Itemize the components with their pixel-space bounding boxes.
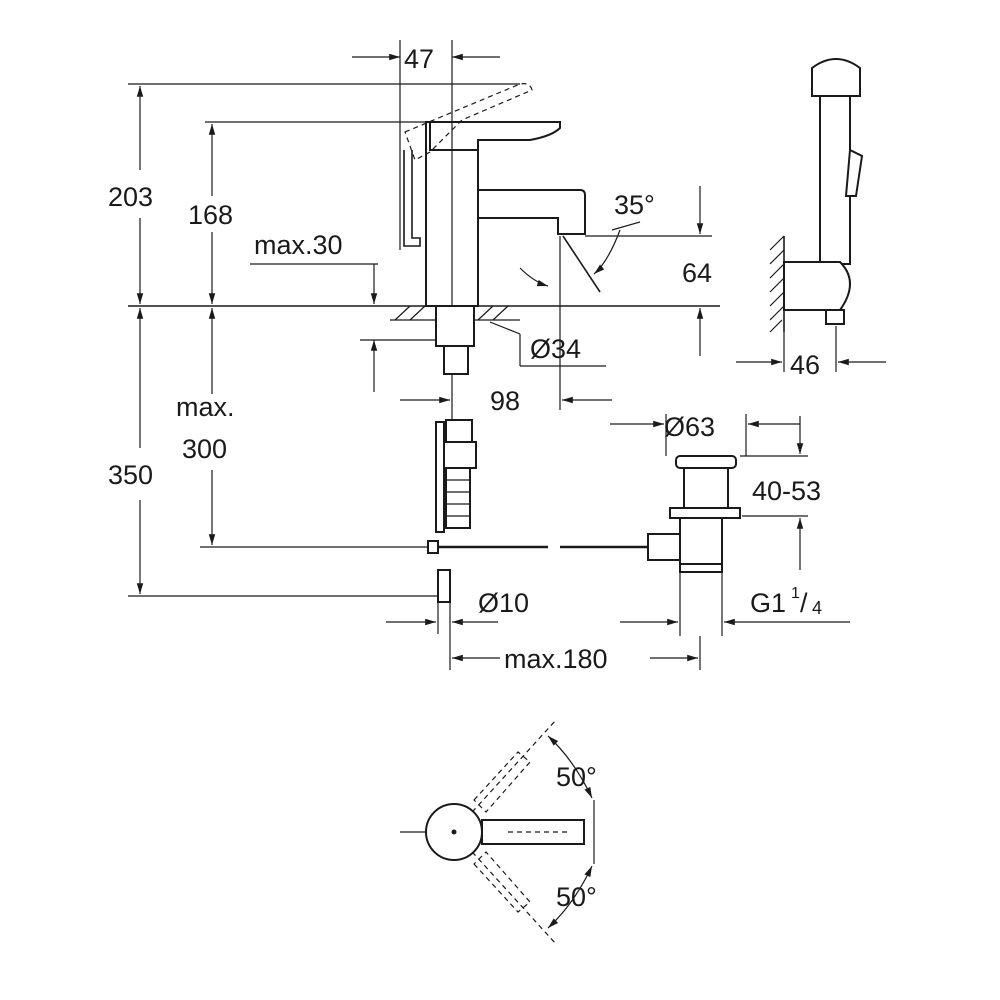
dim-46-label: 46 <box>790 350 820 380</box>
angle-upper-label: 50° <box>556 762 597 792</box>
angle-lower-label: 50° <box>556 882 597 912</box>
dim-max30: max.30 <box>250 230 436 392</box>
dim-350: 350 <box>108 308 438 597</box>
dim-64-label: 64 <box>682 258 712 288</box>
dim-dia34-label: Ø34 <box>530 334 581 364</box>
pullrod-lower <box>437 569 451 603</box>
dim-168-label: 168 <box>188 200 233 230</box>
dim-max180-label: max.180 <box>504 644 608 674</box>
dim-203: 203 <box>108 83 520 304</box>
dim-thread-sup: 1 <box>791 585 800 602</box>
deck-hatch <box>390 305 520 321</box>
dim-dia63: Ø63 <box>610 412 800 456</box>
shower-trigger <box>844 148 864 197</box>
pullrod-upper <box>435 421 445 533</box>
waste-upper-body <box>683 467 729 509</box>
dim-300-label: 300 <box>182 434 227 464</box>
dim-max30-label: max.30 <box>254 230 343 260</box>
hose-fitting <box>439 441 477 469</box>
mounting-shank <box>435 305 475 347</box>
top-view: 50° 50° <box>400 719 597 945</box>
lever-handle <box>429 121 561 151</box>
dim-35-degrees-label: 35° <box>614 190 655 220</box>
lever-open-position <box>404 83 533 161</box>
dim-40-53-label: 40-53 <box>752 476 821 506</box>
dim-thread: G1 1 / 4 <box>620 585 850 626</box>
dim-max300: max. 300 <box>176 308 428 548</box>
waste-lower-body <box>679 517 723 565</box>
mixer-side-view <box>128 40 720 420</box>
supply-hose <box>435 419 477 603</box>
dim-47-label: 47 <box>404 44 434 74</box>
popup-waste <box>647 455 741 636</box>
dim-max180: max.180 <box>452 636 701 674</box>
faucet-spout <box>477 189 586 235</box>
dim-thread-slash: / <box>800 588 808 618</box>
hose-connector <box>825 309 845 325</box>
shank-nut <box>443 345 469 375</box>
dim-350-label: 350 <box>108 460 153 490</box>
waste-nut <box>669 507 741 519</box>
dim-max-word: max. <box>176 392 235 422</box>
dim-35-degrees: 35° <box>519 190 655 287</box>
dim-thread-label: G1 <box>750 588 786 618</box>
hose-nut <box>445 419 473 443</box>
shower-head <box>811 58 861 97</box>
popup-rod <box>403 150 421 247</box>
hand-shower: 46 <box>736 58 886 380</box>
waste-plug-cap <box>675 455 737 469</box>
wall-bracket <box>783 261 851 311</box>
dim-168: 168 <box>188 121 426 304</box>
wall-hatch <box>769 235 785 333</box>
dim-dia34: Ø34 <box>489 321 606 367</box>
dim-thread-sub: 4 <box>812 598 822 618</box>
lever-rotated-up <box>473 751 531 813</box>
shower-handle <box>819 95 851 265</box>
waste-pivot <box>647 533 681 561</box>
lever-rotated-down <box>473 851 531 913</box>
spray-line <box>562 235 601 293</box>
lever-straight <box>481 819 585 845</box>
dim-40-53: 40-53 <box>740 416 821 570</box>
dim-dia10-label: Ø10 <box>478 588 529 618</box>
hose-body <box>445 467 471 529</box>
dim-64: 64 <box>585 186 712 356</box>
dim-47: 47 <box>352 40 500 250</box>
dim-203-label: 203 <box>108 182 153 212</box>
drain-linkage <box>427 540 648 554</box>
waste-outlet <box>679 563 723 573</box>
dim-dia63-label: Ø63 <box>664 412 715 442</box>
dim-98-label: 98 <box>490 386 520 416</box>
dim-dia10: Ø10 <box>386 588 529 670</box>
dim-98: 98 <box>400 306 612 416</box>
